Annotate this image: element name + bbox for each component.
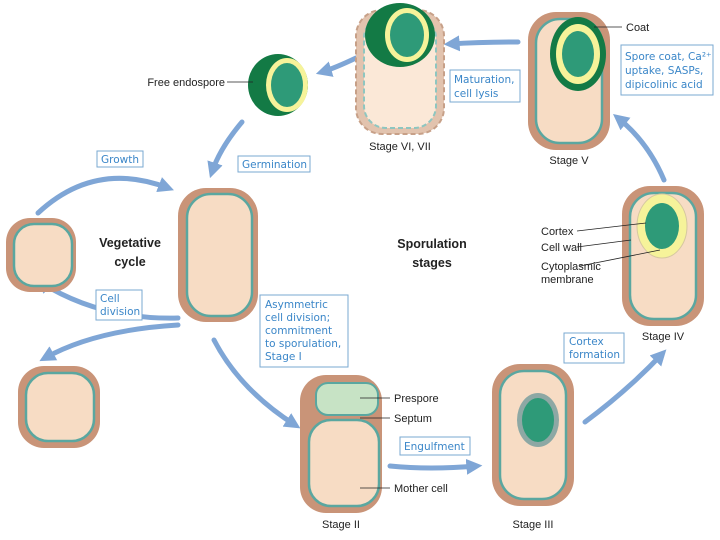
- vegetative-label-2: cycle: [114, 255, 145, 269]
- division-arrow-lower: [39, 322, 181, 362]
- stage5-arrow: [613, 114, 667, 183]
- stage5-cell: [528, 12, 610, 150]
- stage4-cell: [622, 186, 704, 326]
- asymmetric-box: [259, 294, 349, 368]
- cortex-formation-box: [563, 332, 625, 364]
- stage3-label: Stage III: [513, 519, 554, 531]
- vegetative-label-1: Vegetative: [99, 236, 161, 250]
- dividing-cell-lower: [18, 366, 100, 448]
- growth-arrow: [35, 175, 174, 216]
- stage67-label: Stage VI, VII: [369, 141, 431, 153]
- spore-coat-label-1: Spore coat, Ca²⁺: [625, 51, 712, 63]
- maturation-box: [449, 69, 521, 103]
- growth-box: [96, 150, 144, 168]
- spore-coat-label-3: dipicolinic acid: [625, 79, 703, 91]
- release-arrow: [315, 55, 359, 77]
- dividing-cell-upper: [6, 218, 76, 292]
- spore-coat-label-2: uptake, SASPs,: [625, 65, 703, 77]
- cortex-label: Cortex: [541, 226, 574, 238]
- germination-label: Germination: [242, 159, 307, 171]
- cell-division-box: [95, 289, 143, 321]
- prespore-label: Prespore: [394, 393, 439, 405]
- commitment-arrow: [211, 337, 301, 429]
- membrane-label-1: Cytoplasmic: [541, 261, 601, 273]
- maturation-label-1: Maturation,: [454, 74, 514, 86]
- asymmetric-label-4: to sporulation,: [265, 338, 341, 350]
- stage67-cell: [355, 3, 445, 135]
- leader-cortex: [576, 222, 647, 232]
- cell-division-label-2: division: [100, 306, 140, 318]
- stage3-cell: [492, 364, 574, 506]
- germination-arrow: [207, 119, 245, 179]
- engulfment-box: [399, 436, 471, 456]
- sporulation-label-2: stages: [412, 256, 452, 270]
- leader-cell-wall: [576, 239, 632, 248]
- asymmetric-label-5: Stage I: [265, 351, 302, 363]
- cell-division-label-1: Cell: [100, 293, 120, 305]
- maturation-arrow: [443, 35, 521, 52]
- vegetative-cell: [178, 188, 258, 322]
- membrane-label-2: membrane: [541, 274, 594, 286]
- coat-label: Coat: [626, 22, 649, 34]
- maturation-label-2: cell lysis: [454, 88, 498, 100]
- cortex-formation-label-1: Cortex: [569, 336, 604, 348]
- stage4-label: Stage IV: [642, 331, 685, 343]
- mother-cell-label: Mother cell: [394, 483, 448, 495]
- engulfment-arrow: [387, 458, 483, 475]
- asymmetric-label-1: Asymmetric: [265, 299, 328, 311]
- growth-label: Growth: [101, 154, 139, 166]
- free-endospore-label: Free endospore: [147, 77, 225, 89]
- cell-wall-label: Cell wall: [541, 242, 582, 254]
- stage2-label: Stage II: [322, 519, 360, 531]
- stage5-label: Stage V: [549, 155, 589, 167]
- stage2-cell: [300, 375, 382, 513]
- septum-label: Septum: [394, 413, 432, 425]
- spore-coat-box: [620, 44, 714, 96]
- sporulation-label-1: Sporulation: [397, 237, 466, 251]
- leader-membrane: [579, 249, 661, 267]
- germination-box: [237, 155, 311, 173]
- cortex-formation-arrow: [582, 349, 667, 425]
- cortex-formation-label-2: formation: [569, 349, 620, 361]
- engulfment-label: Engulfment: [404, 441, 465, 453]
- asymmetric-label-2: cell division;: [265, 312, 330, 324]
- asymmetric-label-3: commitment: [265, 325, 332, 337]
- free-endospore: [248, 54, 308, 116]
